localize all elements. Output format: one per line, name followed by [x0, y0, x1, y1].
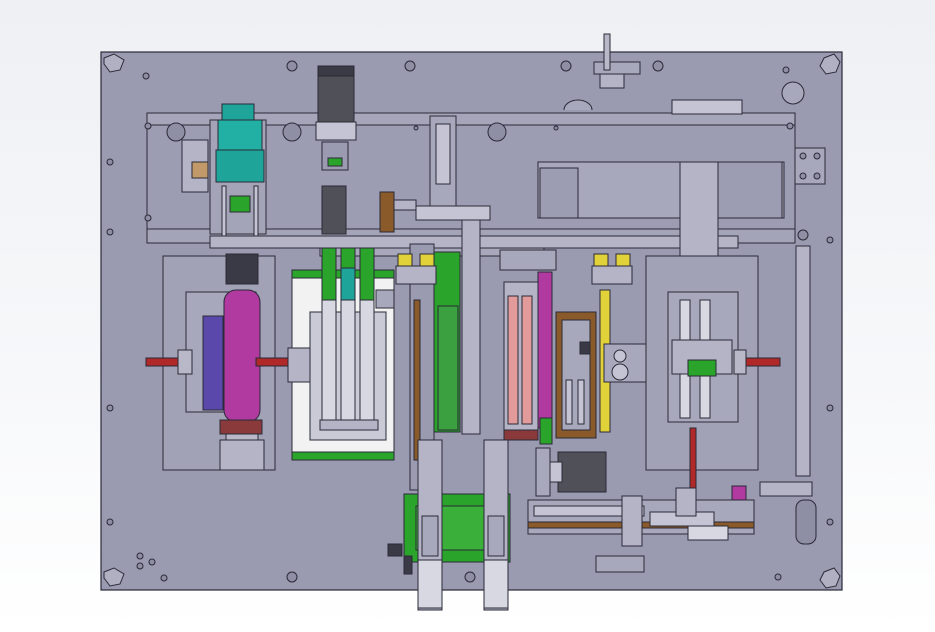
stepper-motor-icon [315, 65, 357, 235]
slot-icon [555, 289, 611, 439]
purple-mount [202, 315, 224, 411]
upper-coupling [225, 253, 259, 285]
left-lower-strip [219, 439, 265, 471]
lower-left-column [417, 439, 443, 611]
right-bracket [794, 147, 826, 185]
bottom-linear-rail [527, 485, 755, 547]
pink-cylinder-module [499, 249, 557, 445]
center-linear-module [409, 115, 491, 491]
teal-motor-icon [209, 103, 267, 237]
bottom-stepper-motor [535, 447, 607, 497]
right-gripper [667, 291, 739, 423]
cylinder-block [287, 289, 395, 383]
purple-cylinder-cap [219, 419, 263, 435]
yellow-valve-icon [395, 253, 633, 285]
upper-frame-top-rail [146, 112, 796, 126]
left-red-handle [145, 349, 291, 375]
bottom-mount-plate [595, 555, 645, 573]
bottom-knob [387, 543, 413, 575]
brown-bracket [379, 191, 417, 233]
bolt-cluster [136, 552, 156, 570]
left-clamp [181, 139, 209, 193]
lower-right-column [483, 439, 509, 611]
top-adjuster [563, 33, 805, 115]
purple-cylinder [223, 289, 261, 423]
white-plate-green-base [291, 451, 395, 461]
right-side-rail [759, 245, 817, 545]
cylinder-icon [319, 247, 379, 431]
corner-clamp-icon [103, 53, 841, 589]
